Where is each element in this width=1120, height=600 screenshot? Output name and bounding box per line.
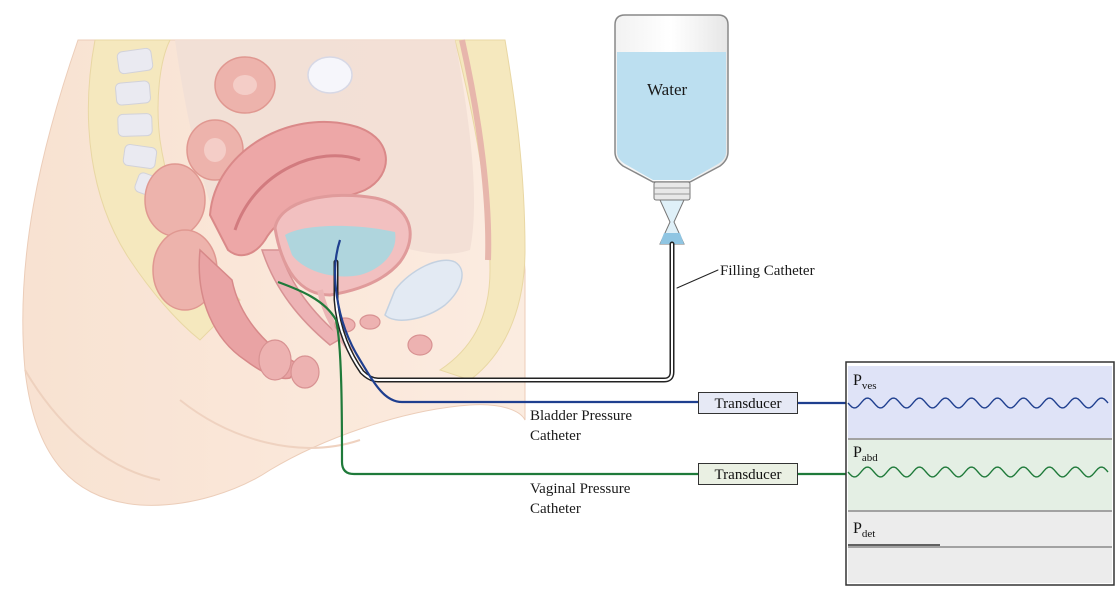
pdet-label: Pdet — [853, 520, 875, 540]
pabd-waveform — [847, 466, 1109, 478]
transducer-bladder: Transducer — [698, 392, 798, 414]
bladder-fluid — [285, 225, 396, 277]
bladder-pressure-catheter-line — [334, 239, 848, 405]
water-fill — [617, 52, 726, 180]
pdet-label-main: P — [853, 520, 862, 537]
pabd-label-main: P — [853, 444, 862, 461]
pdet-label-sub: det — [861, 528, 876, 541]
bladder-catheter-label-line2: Catheter — [530, 428, 581, 444]
pelvis-anatomy-illustration — [0, 0, 530, 510]
pves-label-sub: ves — [861, 380, 877, 393]
vaginal-catheter-label-line2: Catheter — [530, 501, 581, 517]
vaginal-pressure-catheter-line — [277, 280, 848, 476]
bladder-catheter-label-line1: Bladder Pressure — [530, 408, 633, 424]
pabd-label-sub: abd — [861, 452, 878, 465]
filling-catheter-label: Filling Catheter — [720, 263, 815, 279]
pves-waveform — [847, 397, 1109, 409]
pves-panel — [848, 366, 1112, 438]
pdet-panel — [848, 512, 1112, 546]
pabd-label: Pabd — [853, 444, 878, 464]
pves-label: Pves — [853, 372, 877, 392]
transducer-vaginal: Transducer — [698, 463, 798, 485]
water-label: Water — [647, 80, 688, 99]
vaginal-catheter-label-line1: Vaginal Pressure — [530, 481, 631, 497]
pubic-bone — [384, 259, 463, 321]
pressure-recording-chart — [845, 361, 1115, 586]
water-bag — [614, 14, 729, 245]
pves-label-main: P — [853, 372, 862, 389]
